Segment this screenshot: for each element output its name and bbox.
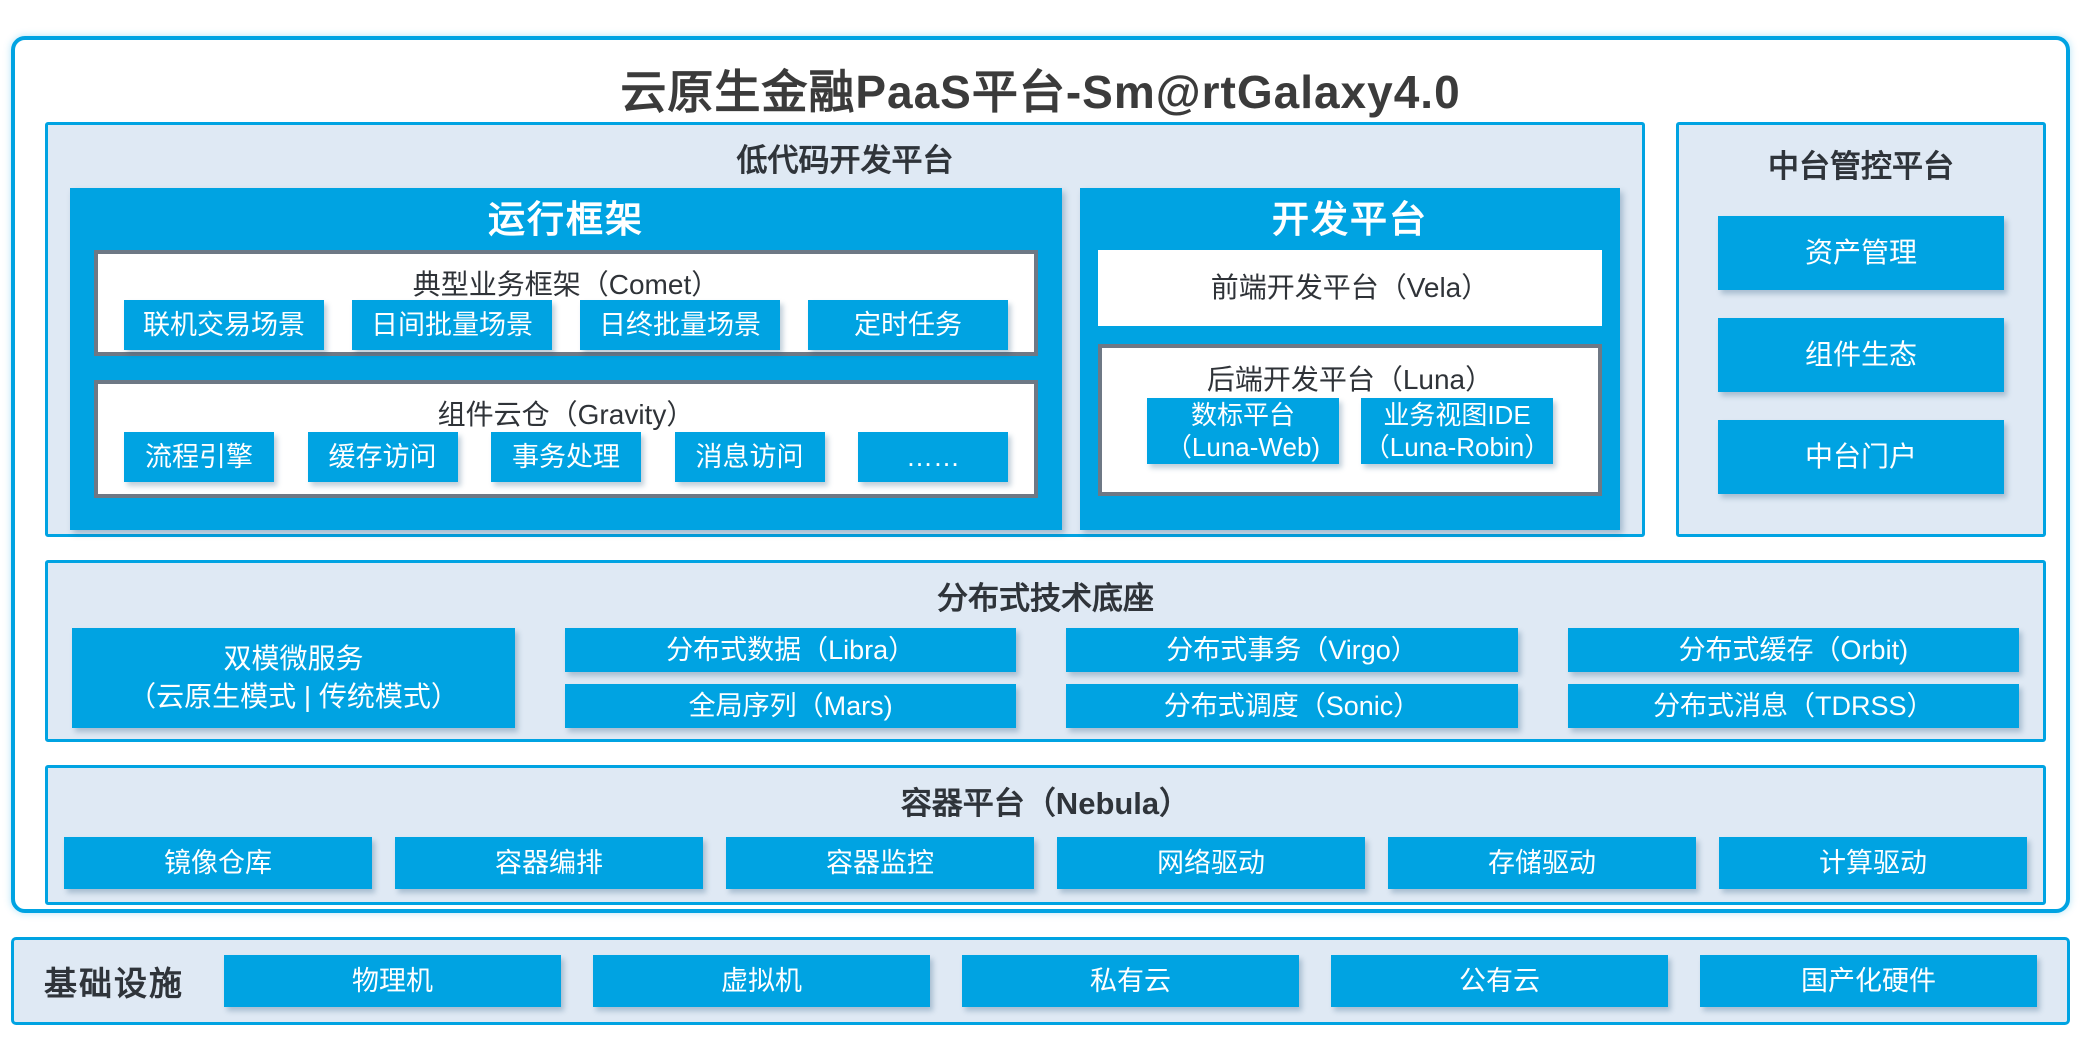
- gravity-chip-transaction: 事务处理: [491, 432, 641, 482]
- panel-infrastructure: 基础设施 物理机 虚拟机 私有云 公有云 国产化硬件: [11, 937, 2070, 1025]
- container-header: 容器平台（Nebula）: [900, 786, 1191, 821]
- dist-chip-sequence-mars: 全局序列（Mars): [565, 684, 1017, 728]
- gravity-chip-more: ……: [858, 432, 1008, 482]
- mid-platform-header: 中台管控平台: [1768, 149, 1954, 184]
- box-gravity: 组件云仓（Gravity） 流程引擎 缓存访问 事务处理 消息访问 ……: [94, 380, 1038, 498]
- infra-chip-private-cloud: 私有云: [962, 955, 1299, 1007]
- comet-chip-online-trade: 联机交易场景: [124, 300, 324, 350]
- luna-chip-web: 数标平台 （Luna-Web): [1147, 398, 1339, 464]
- box-luna: 后端开发平台（Luna） 数标平台 （Luna-Web) 业务视图IDE （Lu…: [1098, 344, 1602, 496]
- box-comet: 典型业务框架（Comet） 联机交易场景 日间批量场景 日终批量场景 定时任务: [94, 250, 1038, 356]
- mid-chip-asset-management: 资产管理: [1718, 216, 2004, 290]
- box-vela: 前端开发平台（Vela）: [1098, 250, 1602, 326]
- runtime-framework-title: 运行框架: [488, 199, 644, 240]
- infra-chip-public-cloud: 公有云: [1331, 955, 1668, 1007]
- panel-distributed-base: 分布式技术底座 双模微服务 （云原生模式 | 传统模式） 分布式数据（Libra…: [45, 560, 2046, 742]
- infra-chip-virtual-machine: 虚拟机: [593, 955, 930, 1007]
- dual-mode-line1: 双模微服务: [223, 643, 364, 675]
- infrastructure-label: 基础设施: [44, 965, 184, 1002]
- panel-dev-platform: 开发平台 前端开发平台（Vela） 后端开发平台（Luna） 数标平台 （Lun…: [1080, 188, 1620, 530]
- luna-chip-robin-line1: 业务视图IDE: [1383, 399, 1531, 430]
- comet-title: 典型业务框架（Comet）: [412, 269, 720, 300]
- page-title: 云原生金融PaaS平台-Sm@rtGalaxy4.0: [620, 66, 1461, 118]
- dist-chip-cache-orbit: 分布式缓存（Orbit): [1567, 628, 2019, 672]
- container-chip-storage-driver: 存储驱动: [1388, 837, 1696, 889]
- luna-chip-web-line1: 数标平台: [1190, 399, 1295, 430]
- container-chip-orchestration: 容器编排: [395, 837, 703, 889]
- container-chip-monitoring: 容器监控: [726, 837, 1034, 889]
- comet-chip-endofday-batch: 日终批量场景: [580, 300, 780, 350]
- gravity-title: 组件云仓（Gravity）: [437, 399, 695, 430]
- luna-title: 后端开发平台（Luna）: [1206, 364, 1494, 395]
- gravity-chip-process-engine: 流程引擎: [124, 432, 274, 482]
- luna-chip-web-line2: （Luna-Web): [1165, 432, 1321, 462]
- dist-chip-scheduler-sonic: 分布式调度（Sonic）: [1066, 684, 1518, 728]
- mid-chip-portal: 中台门户: [1718, 420, 2004, 494]
- panel-container-platform: 容器平台（Nebula） 镜像仓库 容器编排 容器监控 网络驱动 存储驱动 计算…: [45, 765, 2046, 905]
- luna-chip-robin: 业务视图IDE （Luna-Robin）: [1361, 398, 1553, 464]
- container-chip-network-driver: 网络驱动: [1057, 837, 1365, 889]
- comet-chip-scheduled-task: 定时任务: [808, 300, 1008, 350]
- panel-runtime-framework: 运行框架 典型业务框架（Comet） 联机交易场景 日间批量场景 日终批量场景 …: [70, 188, 1062, 530]
- gravity-chip-message-access: 消息访问: [674, 432, 825, 482]
- infra-chip-physical-machine: 物理机: [224, 955, 561, 1007]
- container-chip-compute-driver: 计算驱动: [1719, 837, 2027, 889]
- comet-chip-daytime-batch: 日间批量场景: [352, 300, 552, 350]
- architecture-frame: 云原生金融PaaS平台-Sm@rtGalaxy4.0 低代码开发平台 运行框架 …: [11, 36, 2070, 913]
- dist-chip-dual-mode-microservice: 双模微服务 （云原生模式 | 传统模式）: [72, 628, 515, 728]
- dist-chip-data-libra: 分布式数据（Libra）: [565, 628, 1017, 672]
- infra-chip-domestic-hardware: 国产化硬件: [1700, 955, 2037, 1007]
- container-chip-image-registry: 镜像仓库: [64, 837, 372, 889]
- dist-chip-transaction-virgo: 分布式事务（Virgo）: [1066, 628, 1518, 672]
- dev-platform-title: 开发平台: [1272, 199, 1428, 240]
- gravity-chip-cache-access: 缓存访问: [307, 432, 458, 482]
- panel-mid-platform: 中台管控平台 资产管理 组件生态 中台门户: [1676, 122, 2046, 537]
- lowcode-header: 低代码开发平台: [736, 143, 954, 178]
- dual-mode-line2: （云原生模式 | 传统模式）: [128, 681, 459, 712]
- distributed-header: 分布式技术底座: [937, 581, 1154, 616]
- luna-chip-robin-line2: （Luna-Robin）: [1363, 432, 1551, 462]
- mid-chip-component-ecosystem: 组件生态: [1718, 318, 2004, 392]
- dist-chip-message-tdrss: 分布式消息（TDRSS）: [1567, 684, 2019, 728]
- panel-lowcode-platform: 低代码开发平台 运行框架 典型业务框架（Comet） 联机交易场景 日间批量场景…: [45, 122, 1645, 537]
